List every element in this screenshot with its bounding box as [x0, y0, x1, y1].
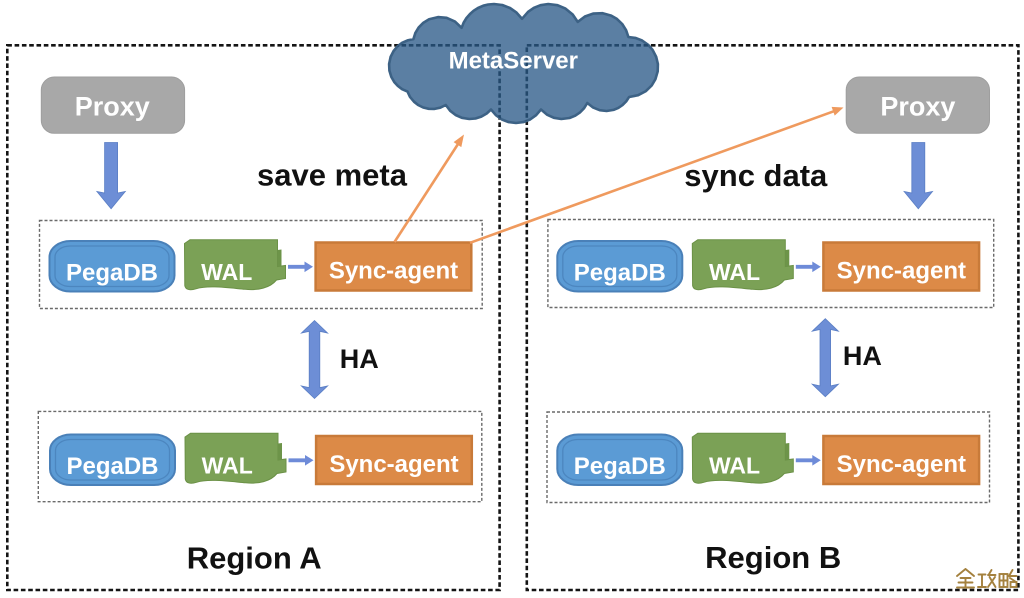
- svg-text:sync data: sync data: [684, 158, 828, 193]
- svg-text:Region B: Region B: [705, 540, 841, 575]
- svg-text:Region A: Region A: [187, 541, 322, 576]
- svg-text:MetaServer: MetaServer: [449, 48, 578, 75]
- svg-text:HA: HA: [340, 344, 379, 374]
- svg-text:Proxy: Proxy: [75, 92, 150, 122]
- svg-text:save meta: save meta: [257, 157, 408, 192]
- svg-text:HA: HA: [843, 341, 882, 371]
- svg-text:Proxy: Proxy: [880, 92, 955, 122]
